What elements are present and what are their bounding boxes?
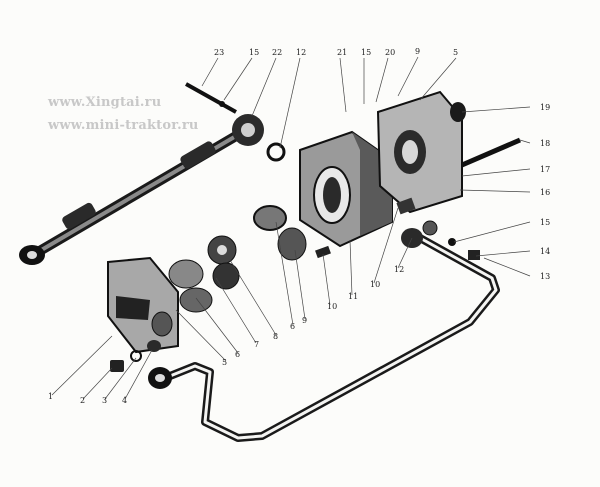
callout-number: 15 xyxy=(540,218,550,227)
callout-number: 18 xyxy=(540,139,550,148)
callout-number: 12 xyxy=(296,48,306,57)
watermark-mini-traktor: www.mini-traktor.ru xyxy=(48,118,199,133)
callout-number: 4 xyxy=(122,396,127,405)
front-cover xyxy=(107,256,179,354)
callout-number: 10 xyxy=(327,302,337,311)
callout-number: 20 xyxy=(385,48,395,57)
callout-number: 9 xyxy=(302,316,307,325)
callout-number: 14 xyxy=(540,247,550,256)
gear-set xyxy=(168,197,416,313)
callout-number: 23 xyxy=(214,48,224,57)
o-ring-12 xyxy=(266,142,286,162)
callout-number: 17 xyxy=(540,165,550,174)
leader-lines xyxy=(51,56,531,400)
callout-number: 6 xyxy=(290,322,295,331)
callout-number: 8 xyxy=(273,332,278,341)
suction-flange xyxy=(185,82,264,146)
callout-number: 3 xyxy=(102,396,107,405)
callout-number: 13 xyxy=(540,272,550,281)
callout-number: 2 xyxy=(80,396,85,405)
callout-number: 7 xyxy=(254,340,259,349)
pressure-line-pipe xyxy=(163,234,500,442)
callout-number: 5 xyxy=(222,358,227,367)
rear-cover xyxy=(376,90,521,214)
callout-number: 16 xyxy=(540,188,550,197)
suction-pipe xyxy=(19,131,241,265)
callout-number: 11 xyxy=(348,292,358,301)
callout-number: 21 xyxy=(337,48,347,57)
callout-number: 15 xyxy=(249,48,259,57)
callout-number: 19 xyxy=(540,103,550,112)
pressure-line-pipe-core xyxy=(164,236,498,440)
watermark-xingtai: www.Xingtai.ru xyxy=(48,95,162,110)
callout-number: 5 xyxy=(453,48,458,57)
callout-number: 6 xyxy=(235,350,240,359)
fittings xyxy=(110,220,480,389)
callout-number: 1 xyxy=(48,392,53,401)
callout-number: 15 xyxy=(361,48,371,57)
callout-number: 12 xyxy=(394,265,404,274)
callout-number: 9 xyxy=(415,47,420,56)
callout-number: 22 xyxy=(272,48,282,57)
callout-number: 10 xyxy=(370,280,380,289)
